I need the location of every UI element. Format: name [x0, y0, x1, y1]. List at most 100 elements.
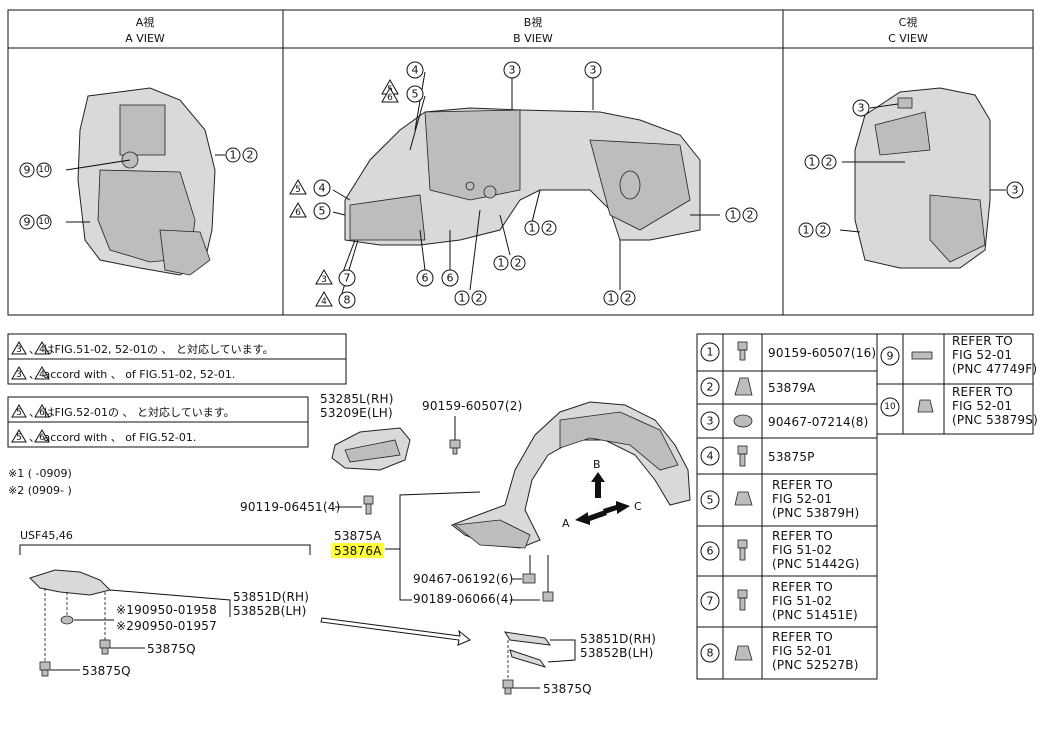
bolt-53875q-b: [39, 661, 51, 677]
svg-text:9: 9: [887, 350, 894, 363]
b-callout-6-left: 6: [416, 269, 434, 287]
part-53875q-b: 53875Q: [82, 664, 131, 678]
svg-text:4: 4: [319, 182, 326, 195]
svg-text:53879A: 53879A: [768, 381, 816, 395]
svg-text:3: 3: [16, 370, 22, 380]
svg-text:FIG 51-02: FIG 51-02: [772, 594, 832, 608]
svg-text:1: 1: [608, 292, 615, 305]
svg-text:1: 1: [459, 292, 466, 305]
b-callout-tri6-circ5-top: 6 5: [381, 85, 424, 103]
part-star-90950-01958: ※190950-01958: [116, 603, 217, 617]
svg-text:7: 7: [344, 272, 351, 285]
svg-text:2: 2: [707, 381, 714, 394]
svg-text:6: 6: [707, 545, 714, 558]
c-callout-1-2-top: 1 2: [804, 154, 837, 170]
svg-text:10: 10: [884, 402, 896, 412]
legend-row-9: 9 REFER TO FIG 52-01 (PNC 47749F): [880, 334, 1037, 376]
part-53876a: 53876A: [334, 544, 382, 558]
svg-text:(PNC 53879S): (PNC 53879S): [952, 413, 1038, 427]
part-53875q-a: 53875Q: [147, 642, 196, 656]
svg-text:3: 3: [590, 64, 597, 77]
svg-text:2: 2: [826, 156, 833, 169]
view-b-en: B VIEW: [513, 32, 553, 45]
svg-text:FIG 52-01: FIG 52-01: [952, 348, 1012, 362]
part-90189: 90189-06066(4): [413, 592, 513, 606]
svg-text:2: 2: [515, 257, 522, 270]
legend-row-2: 2 53879A: [700, 377, 816, 397]
legend-row-3: 3 90467-07214(8): [700, 411, 868, 431]
svg-text:6: 6: [295, 208, 301, 218]
usf-label: USF45,46: [20, 529, 73, 542]
svg-text:6: 6: [39, 433, 45, 443]
svg-text:(PNC 47749F): (PNC 47749F): [952, 362, 1037, 376]
svg-text:3: 3: [509, 64, 516, 77]
notes-box-5-6: 5 6 、 はFIG.52-01の 、 と対応しています。 5 6 、 acco…: [7, 396, 309, 448]
part-star-90950-01957: ※290950-01957: [116, 619, 217, 633]
svg-text:4: 4: [707, 450, 714, 463]
b-callout-1-2-b: 1 2: [493, 255, 526, 271]
view-a-en: A VIEW: [125, 32, 165, 45]
b-callout-tri3-circ7: 3 7: [315, 268, 356, 287]
note-star-1: ※1 ( -0909): [8, 467, 72, 480]
legend-row-6: 6 REFER TO FIG 51-02 (PNC 51442G): [700, 529, 859, 571]
part-53875a: 53875A: [334, 529, 382, 543]
b-callout-6-right: 6: [441, 269, 459, 287]
direction-arrows: [575, 472, 630, 525]
part-53209e: 53209E(LH): [320, 406, 393, 420]
legend-row-4: 4 53875P: [700, 445, 815, 467]
part-53876a-highlight: [331, 543, 384, 558]
svg-text:5: 5: [295, 185, 301, 195]
arrow-c-label: C: [634, 500, 642, 513]
view-a-jp: A視: [136, 15, 155, 29]
legend-table: [696, 333, 1034, 680]
svg-text:2: 2: [247, 149, 254, 162]
legend-row-8: 8 REFER TO FIG 52-01 (PNC 52527B): [700, 630, 859, 672]
svg-text:REFER TO: REFER TO: [772, 580, 833, 594]
svg-text:10: 10: [38, 165, 50, 175]
svg-text:4: 4: [412, 64, 419, 77]
c-view-liner: [854, 87, 991, 269]
b-callout-1-2-a: 1 2: [454, 290, 487, 306]
arrow-b-label: B: [593, 458, 601, 471]
svg-text:6: 6: [422, 272, 429, 285]
svg-text:10: 10: [38, 217, 50, 227]
svg-text:1: 1: [707, 346, 714, 359]
svg-text:FIG 52-01: FIG 52-01: [772, 492, 832, 506]
svg-text:5: 5: [707, 494, 714, 507]
svg-text:1: 1: [498, 257, 505, 270]
c-callout-1-2-bottom: 1 2: [798, 222, 831, 238]
svg-text:(PNC 53879H): (PNC 53879H): [772, 506, 859, 520]
b-callout-1-2-d: 1 2: [603, 290, 636, 306]
svg-text:3: 3: [707, 415, 714, 428]
svg-text:5: 5: [319, 205, 326, 218]
bolt-90119: [363, 495, 374, 515]
bracket-53285l: [331, 427, 411, 471]
part-53852b-a: 53852B(LH): [233, 604, 306, 618]
svg-text:6: 6: [387, 93, 393, 103]
svg-text:1: 1: [230, 149, 237, 162]
svg-text:2: 2: [820, 224, 827, 237]
part-90159-2: 90159-60507(2): [422, 399, 522, 413]
svg-text:FIG 51-02: FIG 51-02: [772, 543, 832, 557]
svg-text:4: 4: [321, 297, 327, 307]
arrow-a-label: A: [562, 517, 570, 530]
a-callout-9-10-top: 9 10: [19, 162, 52, 178]
legend-row-5: 5 REFER TO FIG 52-01 (PNC 53879H): [700, 478, 859, 520]
view-frames: [7, 9, 1034, 316]
b-callout-1-2-e: 1 2: [725, 207, 758, 223]
note-5-6-en: 、 accord with 、 of FIG.52-01.: [29, 431, 196, 444]
svg-text:5: 5: [412, 88, 419, 101]
note-star-2: ※2 (0909- ): [8, 484, 72, 497]
c-callout-3-top: 3: [852, 99, 870, 117]
svg-text:(PNC 52527B): (PNC 52527B): [772, 658, 859, 672]
part-90119: 90119-06451(4): [240, 500, 340, 514]
svg-text:5: 5: [16, 433, 22, 443]
svg-text:53875P: 53875P: [768, 450, 815, 464]
svg-text:8: 8: [707, 647, 714, 660]
clip-90467: [522, 573, 536, 584]
notes-box-3-4: 3 4 、 はFIG.51-02, 52-01の 、 と対応しています。 3 4…: [7, 333, 347, 385]
legend-row-1: 1 90159-60507(16): [700, 341, 876, 362]
clip-90950: [60, 615, 74, 625]
view-c-jp: C視: [899, 15, 918, 29]
svg-text:2: 2: [546, 222, 553, 235]
